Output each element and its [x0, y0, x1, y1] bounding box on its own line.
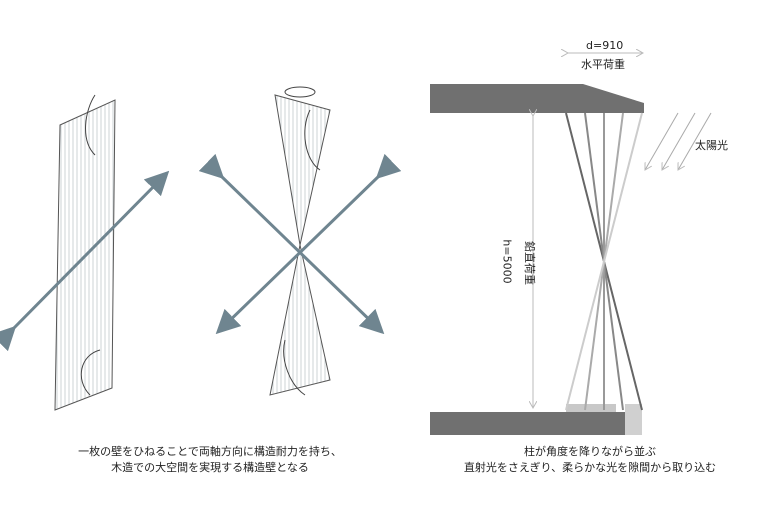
- left-caption: 一枚の壁をひねることで両軸方向に構造耐力を持ち、 木造での大空間を実現する構造壁…: [20, 444, 400, 476]
- twisted-wall-figure: [198, 86, 402, 396]
- floor-slab: [430, 412, 625, 435]
- right-caption: 柱が角度を降りながら並ぶ 直射光をさえぎり、柔らかな光を隙間から取り込む: [420, 444, 760, 476]
- height-dimension-label: h=5000: [500, 239, 514, 284]
- horizontal-load-label: 水平荷重: [581, 58, 625, 71]
- load-arrow: [0, 170, 170, 352]
- right-caption-line1: 柱が角度を降りながら並ぶ: [524, 445, 656, 458]
- left-caption-line1: 一枚の壁をひねることで両軸方向に構造耐力を持ち、: [78, 445, 342, 458]
- flat-wall-figure: [0, 94, 170, 411]
- section-figure: [430, 53, 712, 435]
- sunlight-arrows: [645, 112, 712, 170]
- left-caption-line2: 木造での大空間を実現する構造壁となる: [111, 461, 309, 474]
- right-caption-line2: 直射光をさえぎり、柔らかな光を隙間から取り込む: [463, 461, 717, 474]
- width-dimension-label: d=910: [586, 39, 624, 52]
- vertical-load-label: 鉛直荷重: [523, 241, 536, 285]
- roof-slab: [430, 84, 644, 113]
- sunlight-label: 太陽光: [695, 139, 728, 152]
